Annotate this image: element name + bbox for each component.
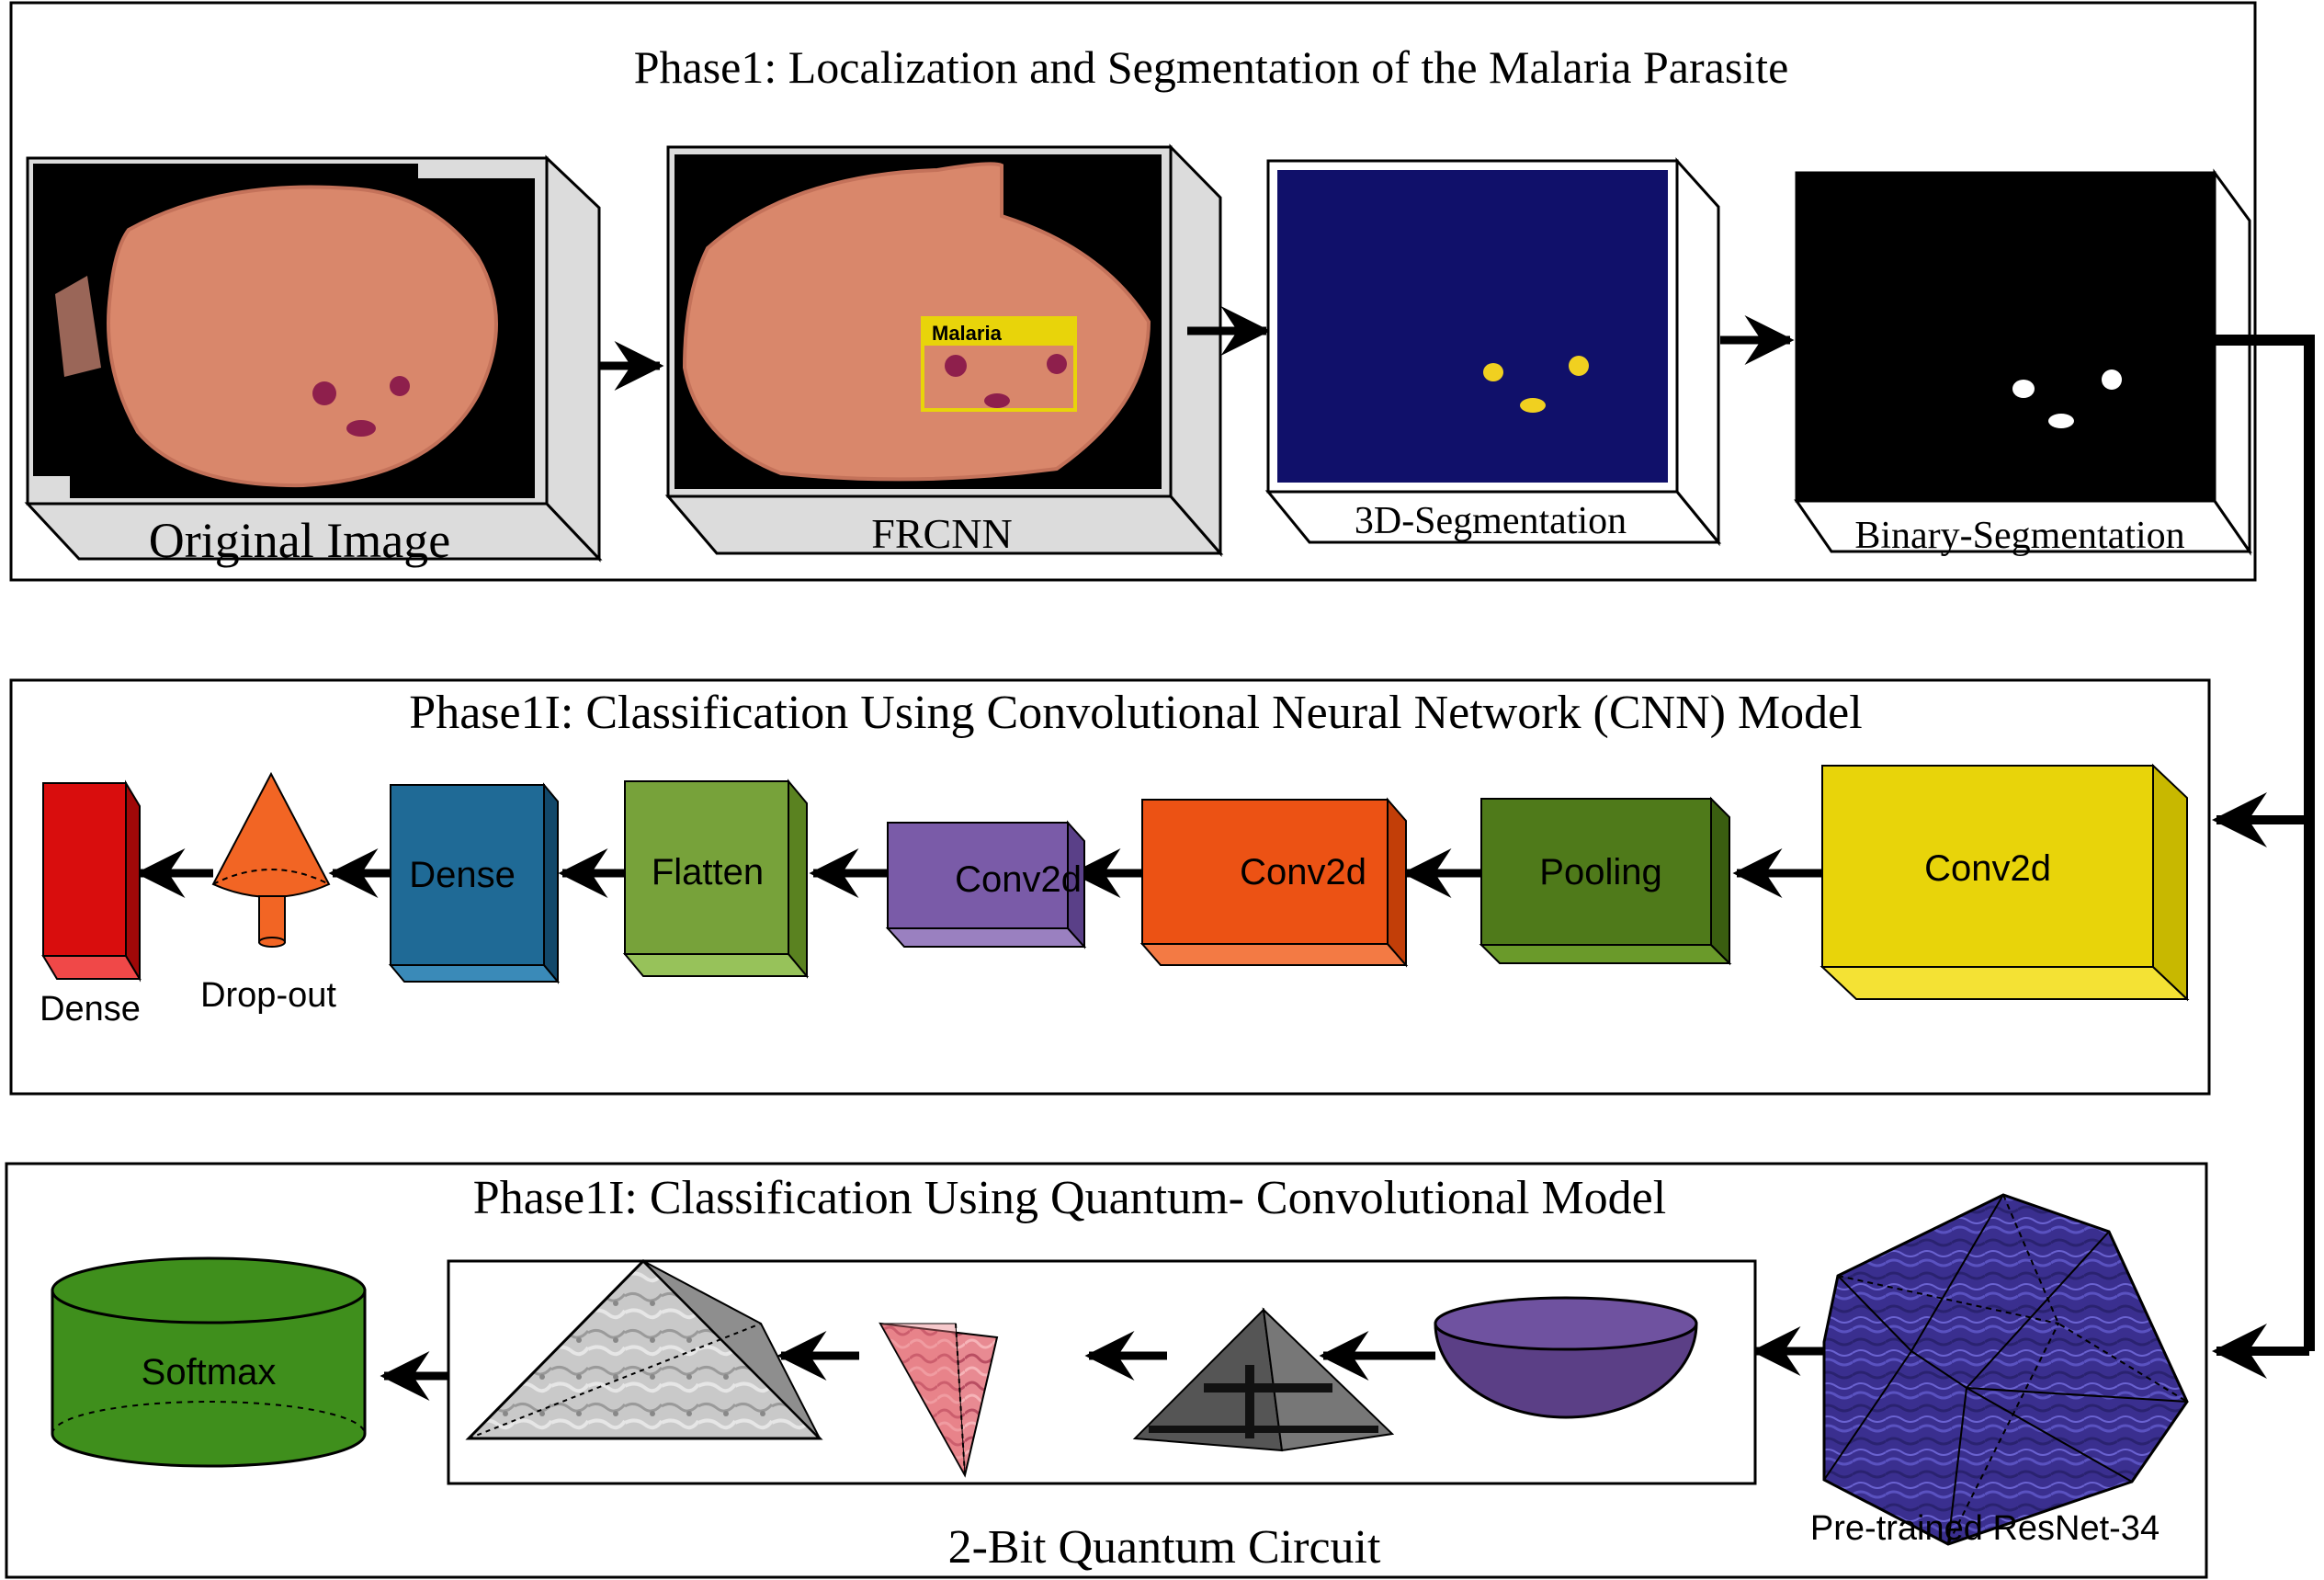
parasite-1 (312, 381, 336, 405)
layer-dropout: Drop-out (200, 771, 336, 1015)
phase1-section: Phase1: Localization and Segmentation of… (9, 1, 2257, 582)
layer-conv2d-orange: Conv2d (1139, 797, 1409, 968)
softmax-label: Softmax (142, 1352, 277, 1392)
panel-3d-segmentation: 3D-Segmentation (1264, 157, 1722, 547)
seg-blob-2 (1569, 356, 1589, 376)
seg-blob-1 (1483, 363, 1503, 381)
phase3-title: Phase1I: Classification Using Quantum- C… (473, 1172, 1666, 1224)
panel-binary-segmentation: Binary-Segmentation (1794, 168, 2252, 557)
quantum-hemisphere (1434, 1296, 1698, 1419)
detection-box: Malaria (921, 316, 1077, 412)
resnet-label: Pre-trained ResNet-34 (1810, 1509, 2160, 1548)
panel-binary-label: Binary-Segmentation (1854, 515, 2184, 557)
layer-dense-red-label: Dense (40, 990, 141, 1029)
resnet-polyhedron: Pre-trained ResNet-34 (1810, 1193, 2189, 1548)
phase2-section: Phase1I: Classification Using Convolutio… (9, 678, 2211, 1096)
panel-original-label: Original Image (149, 513, 450, 568)
quantum-marble-pyramid (465, 1258, 823, 1440)
quantum-dark-pyramid (1132, 1307, 1395, 1452)
layer-conv2d-purple-label: Conv2d (955, 859, 1082, 900)
layer-dropout-label: Drop-out (200, 976, 336, 1015)
phase1-title: Phase1: Localization and Segmentation of… (634, 41, 1789, 93)
layer-dense-blue-label: Dense (409, 855, 516, 895)
panel-original-image: Original Image (24, 154, 603, 568)
panel-frcnn: Malaria FRCNN (664, 143, 1224, 558)
quantum-pink-pyramid (879, 1322, 999, 1478)
softmax-cylinder: Softmax (51, 1256, 367, 1468)
layer-conv2d-purple: Conv2d (885, 820, 1087, 949)
phase2-title: Phase1I: Classification Using Convolutio… (409, 687, 1862, 739)
layer-conv2d-orange-label: Conv2d (1240, 852, 1366, 892)
panel-frcnn-label: FRCNN (871, 510, 1012, 557)
layer-flatten-label: Flatten (652, 852, 764, 892)
layer-dense-red: Dense (40, 779, 142, 1029)
phase3-section: Phase1I: Classification Using Quantum- C… (5, 1162, 2208, 1579)
layer-flatten: Flatten (622, 779, 810, 979)
layer-pooling-label: Pooling (1539, 852, 1661, 892)
parasite-2 (390, 376, 410, 396)
layer-conv2d-yellow: Conv2d (1820, 763, 2190, 1002)
layer-dense-blue: Dense (388, 782, 561, 984)
detection-label: Malaria (932, 322, 1003, 345)
panel-3d-label: 3D-Segmentation (1355, 500, 1627, 542)
seg-blob-3 (1520, 398, 1546, 413)
quantum-caption: 2-Bit Quantum Circuit (948, 1521, 1381, 1574)
layer-pooling: Pooling (1479, 796, 1732, 966)
parasite-3 (346, 420, 376, 437)
connector-right (2215, 335, 2315, 1351)
layer-conv2d-yellow-label: Conv2d (1924, 848, 2051, 889)
